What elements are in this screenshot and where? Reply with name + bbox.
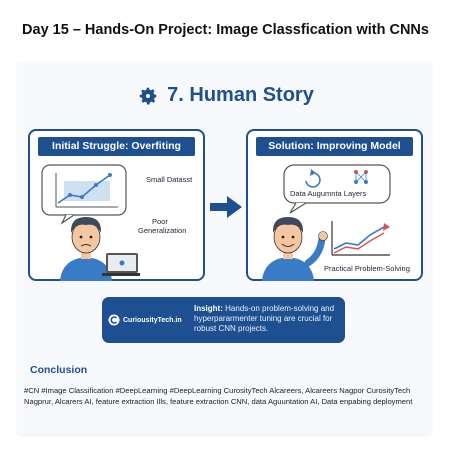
insight-body: Hands-on problem-solving and hyperpararm… xyxy=(194,304,335,333)
insight-box: CuriousityTech.in Insight: Hands-on prob… xyxy=(102,297,345,343)
conclusion-title: Conclusion xyxy=(30,364,88,376)
overfit-chart-bubble xyxy=(41,164,127,225)
insight-text: Insight: Hands-on problem-solving and hy… xyxy=(194,304,340,334)
augmentation-bubble xyxy=(283,164,391,214)
gear-icon xyxy=(139,87,157,105)
section-title: 7. Human Story xyxy=(167,84,314,106)
struggle-panel: Initial Struggle: Overfiting Small Datas… xyxy=(28,129,205,281)
brand-logo: CuriousityTech.in xyxy=(108,314,182,326)
augmentation-layers-label: Data Augumnta Layers xyxy=(290,189,367,198)
generalization-label: Generalization xyxy=(138,226,187,235)
improving-chart-icon xyxy=(331,221,390,256)
network-icon xyxy=(354,170,368,184)
struggle-title: Initial Struggle: Overfiting xyxy=(38,137,195,156)
waving-person-icon xyxy=(262,217,328,281)
practical-label: Practical Problem-Solving xyxy=(324,264,410,273)
brand-logo-text: CuriousityTech.in xyxy=(123,316,182,324)
insight-heading: Insight: xyxy=(194,304,223,313)
small-dataset-label: Small Datasst xyxy=(146,175,193,184)
section-header: 7. Human Story xyxy=(0,84,451,107)
refresh-icon xyxy=(305,169,321,188)
hashtags-text: #CN #Image Classification #DeepLearning … xyxy=(24,386,413,406)
poor-label: Poor xyxy=(152,217,168,226)
brand-logo-icon xyxy=(108,314,120,326)
worried-person-icon xyxy=(60,217,140,281)
arrow-right-icon xyxy=(210,196,242,218)
solution-panel: Solution: Improving Model Data Augumnta … xyxy=(246,129,423,281)
page-title: Day 15 – Hands-On Project: Image Classfi… xyxy=(22,22,429,38)
solution-title: Solution: Improving Model xyxy=(256,137,413,156)
